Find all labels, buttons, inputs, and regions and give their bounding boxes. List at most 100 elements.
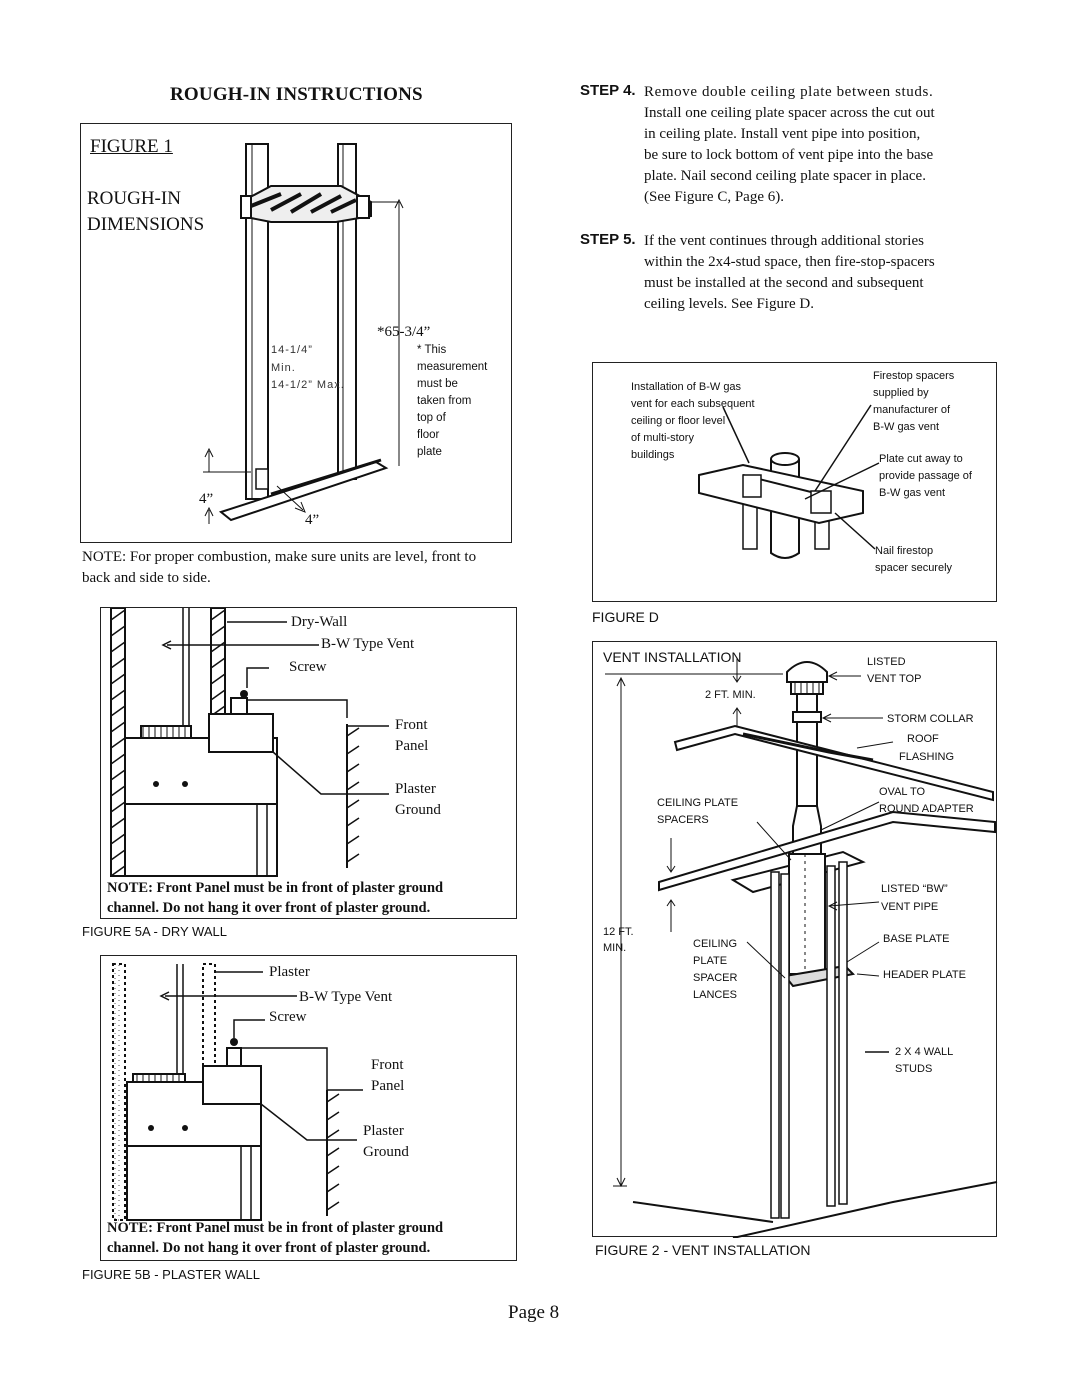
text-line: spacer securely — [875, 562, 953, 574]
footnote-line: must be — [417, 378, 458, 390]
text-line: ROUND ADAPTER — [879, 803, 974, 815]
text-line: ROOF — [907, 733, 939, 745]
footnote-line: plate — [417, 446, 442, 458]
step-line: Remove double ceiling plate between stud… — [644, 84, 934, 100]
label-roof-flashing: ROOF FLASHING — [899, 730, 954, 766]
text-line: FLASHING — [899, 751, 955, 763]
label-ceiling-plate-spacers: CEILING PLATE SPACERS — [657, 795, 738, 829]
firestop-right-bot: Nail firestop spacer securely — [875, 543, 952, 577]
figure-1-subtitle-2: DIMENSIONS — [87, 214, 205, 235]
dimension-bottom: 4” — [305, 512, 320, 528]
label-ground: Ground — [395, 802, 441, 818]
label-oval-adapter: OVAL TO ROUND ADAPTER — [879, 784, 974, 818]
label-plaster-top: Plaster — [269, 964, 310, 980]
width-min-label: Min. — [271, 362, 296, 374]
text-line: 12 FT. — [603, 926, 634, 938]
text-line: Nail firestop — [875, 545, 934, 557]
text-line: B-W gas vent — [879, 487, 946, 499]
figure-5a-note-line-1: NOTE: Front Panel must be in front of pl… — [107, 880, 444, 896]
text-line: LISTED “BW” — [881, 883, 948, 895]
footnote-line: * This — [417, 344, 447, 356]
measurement-footnote: * This measurement must be taken from to… — [417, 342, 511, 461]
text-line: manufacturer of — [873, 404, 951, 416]
text-line: CEILING — [693, 938, 738, 950]
step-line: ceiling levels. See Figure D. — [644, 296, 814, 312]
label-bw-vent: B-W Type Vent — [299, 989, 393, 1005]
text-line: SPACER — [693, 972, 738, 984]
figure-2-caption: FIGURE 2 - VENT INSTALLATION — [595, 1242, 811, 1258]
footnote-line: top of — [417, 412, 446, 424]
figure-5b-note-line-2: channel. Do not hang it over front of pl… — [107, 1240, 431, 1256]
text-line: supplied by — [873, 387, 929, 399]
dimension-left: 4” — [199, 491, 214, 507]
text-line: provide passage of — [879, 470, 972, 482]
vent-installation-heading: VENT INSTALLATION — [603, 649, 742, 665]
step-line: plate. Nail second ceiling plate spacer … — [644, 168, 926, 184]
step-line: Install one ceiling plate spacer across … — [644, 105, 935, 121]
text-line: VENT PIPE — [881, 901, 939, 913]
firestop-right-top: Firestop spacers supplied by manufacture… — [873, 368, 954, 436]
label-twelve-ft-min: 12 FT. MIN. — [603, 924, 634, 956]
step-5-text: If the vent continues through additional… — [644, 231, 990, 315]
page-number: Page 8 — [508, 1302, 560, 1323]
text-line: VENT TOP — [867, 673, 922, 685]
step-line: must be installed at the second and subs… — [644, 275, 924, 291]
figure-5a-box: Dry-Wall B-W Type Vent Screw Front Panel… — [100, 607, 517, 919]
rough-in-frame-drawing — [203, 143, 404, 524]
text-line: Installation of B-W gas — [631, 381, 742, 393]
page-title: ROUGH-IN INSTRUCTIONS — [170, 84, 423, 105]
text-line: PLATE — [693, 955, 728, 967]
footnote-line: taken from — [417, 395, 472, 407]
label-ground: Ground — [363, 1144, 409, 1160]
text-line: buildings — [631, 449, 675, 461]
figure-d-box: Installation of B-W gas vent for each su… — [592, 362, 997, 602]
step-line: If the vent continues through additional… — [644, 233, 924, 249]
label-listed-vent-top: LISTED VENT TOP — [867, 654, 921, 688]
label-storm-collar: STORM COLLAR — [887, 713, 974, 725]
figure-5b-note-line-1: NOTE: Front Panel must be in front of pl… — [107, 1220, 444, 1236]
step-line: be sure to lock bottom of vent pipe into… — [644, 147, 934, 163]
vent-installation-drawing — [605, 658, 998, 1238]
figure-1-subtitle-1: ROUGH-IN — [87, 188, 181, 209]
label-plaster: Plaster — [395, 781, 436, 797]
label-front: Front — [371, 1057, 404, 1073]
step-5-label: STEP 5. — [580, 231, 636, 248]
label-bw-vent: B-W Type Vent — [321, 636, 415, 652]
label-front: Front — [395, 717, 428, 733]
text-line: B-W gas vent — [873, 421, 940, 433]
label-header-plate: HEADER PLATE — [883, 969, 966, 981]
label-ceiling-plate-lances: CEILING PLATE SPACER LANCES — [693, 936, 737, 1004]
figure-5a-note-line-2: channel. Do not hang it over front of pl… — [107, 900, 431, 916]
label-base-plate: BASE PLATE — [883, 933, 950, 945]
firestop-drawing — [698, 404, 880, 559]
label-wall-studs: 2 X 4 WALL STUDS — [895, 1044, 953, 1078]
text-line: 2 X 4 WALL — [895, 1046, 954, 1058]
height-dimension: *65-3/4” — [377, 324, 431, 340]
step-line: in ceiling plate. Install vent pipe into… — [644, 126, 921, 142]
label-two-ft-min: 2 FT. MIN. — [705, 689, 756, 701]
label-panel: Panel — [371, 1078, 405, 1094]
text-line: SPACERS — [657, 814, 709, 826]
figure-5b-box: Plaster B-W Type Vent Screw Front Panel … — [100, 955, 517, 1261]
firestop-right-mid: Plate cut away to provide passage of B-W… — [879, 451, 972, 502]
footnote-line: measurement — [417, 361, 488, 373]
text-line: STUDS — [895, 1063, 933, 1075]
plaster-wall-drawing — [112, 963, 363, 1221]
label-listed-bw-pipe: LISTED “BW” VENT PIPE — [881, 880, 948, 916]
step-4-label: STEP 4. — [580, 82, 636, 99]
width-min: 14-1/4” — [271, 344, 313, 356]
text-line: LANCES — [693, 989, 738, 1001]
label-screw: Screw — [289, 659, 327, 675]
label-drywall: Dry-Wall — [291, 614, 348, 630]
figure-1-box: FIGURE 1 ROUGH-IN DIMENSIONS *65-3/4” 14… — [80, 123, 512, 543]
label-panel: Panel — [395, 738, 429, 754]
figure-1-label: FIGURE 1 — [90, 136, 173, 157]
text-line: of multi-story — [631, 432, 694, 444]
text-line: ceiling or floor level — [631, 415, 726, 427]
text-line: vent for each subsequent — [631, 398, 755, 410]
footnote-line: floor — [417, 429, 440, 441]
step-line: (See Figure C, Page 6). — [644, 189, 784, 205]
figure-5a-caption: FIGURE 5A - DRY WALL — [82, 924, 227, 939]
combustion-note: NOTE: For proper combustion, make sure u… — [82, 549, 477, 586]
text-line: Plate cut away to — [879, 453, 963, 465]
